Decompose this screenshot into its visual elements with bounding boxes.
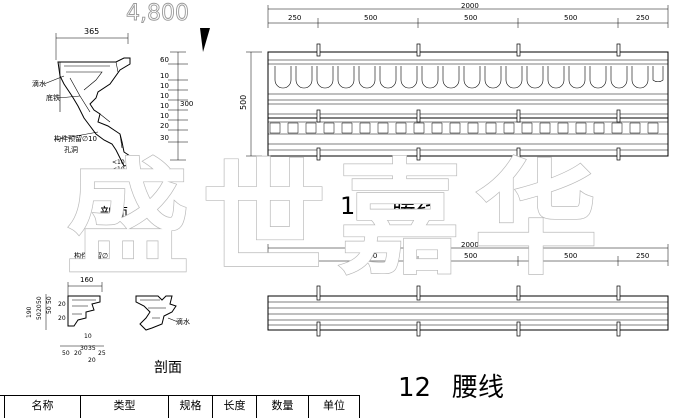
top-value: 4,800 xyxy=(126,1,189,26)
elevation-bottom-seg-1: 500 xyxy=(364,252,377,260)
elevation-top: 2000 250 500 500 500 250 500 xyxy=(239,2,669,220)
section-right-left-dim-5: 50 xyxy=(46,306,53,314)
section-left-dim-6: 20 xyxy=(160,122,169,130)
section-right-label-hole: 孔洞 xyxy=(84,261,98,270)
section-right-left-dim-1: 50 xyxy=(36,296,43,304)
table-header-spec: 规格 xyxy=(168,396,212,418)
elevation-top-seg-3: 500 xyxy=(564,14,577,22)
section-right-caption: 剖面 xyxy=(154,360,182,376)
north-marker xyxy=(200,28,210,52)
section-left-dim-0: 60 xyxy=(160,56,169,64)
watermark: 盛世嘉华 xyxy=(66,147,610,292)
section-right-bottom-dim-2: 20 xyxy=(74,350,82,357)
table-header-length: 长度 xyxy=(212,396,256,418)
section-right-bottom-dim-3: 30 xyxy=(80,345,88,352)
elevation-bottom-seg-2: 500 xyxy=(464,252,477,260)
section-left-dim-3: 10 xyxy=(160,92,169,100)
section-left-dim-5: 10 xyxy=(160,112,169,120)
section-left-label-hole: 孔洞 xyxy=(64,145,78,154)
section-right-bottom-dim-0: 10 xyxy=(84,333,92,340)
section-right-label-embed: 构件预留∅10 xyxy=(74,251,117,260)
section-right-bottom-dim-5: 25 xyxy=(98,350,106,357)
section-left-caption: 剖面 xyxy=(100,206,128,222)
elevation-bottom: 2000 250 500 500 500 250 12 腰线 xyxy=(267,241,669,403)
section-right-bottom-dim-1: 50 xyxy=(62,350,70,357)
section-right-left-dim-0: 190 xyxy=(26,306,33,318)
table-header-qty: 数量 xyxy=(256,396,308,418)
section-right-label-drip: 滴水 xyxy=(176,317,190,326)
section-right-bottom-dim-6: 20 xyxy=(88,357,96,364)
section-left-bottom-dim-0: <10 xyxy=(112,159,125,166)
section-left-label-embed: 构件预留∅10 xyxy=(54,134,97,143)
table-header-type: 类型 xyxy=(80,396,168,418)
elevation-bottom-title-number: 12 xyxy=(398,373,431,403)
section-right-left-dim-4: 50 xyxy=(46,296,53,304)
elevation-top-seg-2: 500 xyxy=(464,14,477,22)
elevation-top-seg-4: 250 xyxy=(636,14,649,22)
section-left: 365 滴水 底铁 构件预留∅10 孔洞 60 10 10 10 10 10 2… xyxy=(32,27,210,222)
section-right-width-dim: 160 xyxy=(80,276,93,284)
elevation-bottom-overall: 2000 xyxy=(461,241,479,249)
elevation-top-seg-0: 250 xyxy=(288,14,301,22)
elevation-top-seg-1: 500 xyxy=(364,14,377,22)
elevation-top-overall: 2000 xyxy=(461,2,479,10)
section-right-side-dim-1: 20 xyxy=(58,315,66,322)
section-right-bottom-dim-4: 35 xyxy=(88,345,96,352)
section-left-bottom-dim-1: <10 xyxy=(112,166,125,173)
parts-table-header: 名称 类型 规格 长度 数量 单位 xyxy=(0,395,360,418)
table-header-unit: 单位 xyxy=(308,396,360,418)
section-left-dim-8: 30 xyxy=(160,134,169,142)
section-left-width-dim: 365 xyxy=(84,27,99,36)
section-left-label-bottom: 底铁 xyxy=(46,93,60,102)
section-right: 构件预留∅10 孔洞 160 190 50 20 50 50 50 20 20 … xyxy=(26,251,190,376)
section-left-dim-1: 10 xyxy=(160,72,169,80)
elevation-top-title-number: 11 xyxy=(340,192,371,220)
elevation-top-height-dim: 500 xyxy=(239,95,248,110)
elevation-bottom-seg-0: 250 xyxy=(288,252,301,260)
table-header-name: 名称 xyxy=(4,396,80,418)
section-right-left-dim-2: 20 xyxy=(36,304,43,312)
elevation-bottom-title-text: 腰线 xyxy=(452,373,504,403)
section-left-dim-4: 10 xyxy=(160,102,169,110)
elevation-bottom-seg-3: 500 xyxy=(564,252,577,260)
section-right-left-dim-3: 50 xyxy=(36,312,43,320)
elevation-top-title-text: 腰线 xyxy=(392,192,440,220)
section-right-side-dim-0: 20 xyxy=(58,301,66,308)
elevation-bottom-seg-4: 250 xyxy=(636,252,649,260)
section-left-dim-2: 10 xyxy=(160,82,169,90)
section-left-dim-7: 300 xyxy=(180,100,193,108)
section-left-label-drip: 滴水 xyxy=(32,79,46,88)
